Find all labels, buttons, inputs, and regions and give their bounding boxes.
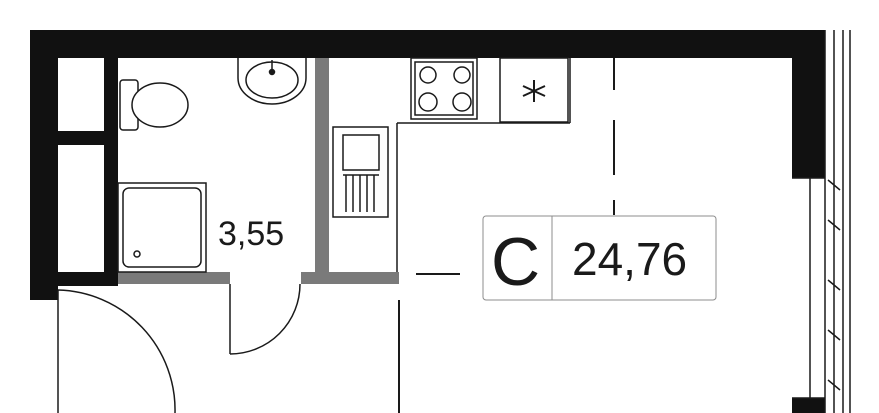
shower-tray-icon (117, 182, 207, 273)
toilet-icon (119, 79, 189, 131)
area-label-box (482, 215, 717, 301)
total-area-label: 24,76 (572, 233, 687, 285)
left-wall (30, 30, 58, 300)
entry-door (57, 289, 176, 413)
closet-shelf-top (58, 131, 104, 145)
washbasin-icon (237, 58, 307, 105)
bathroom-door (229, 283, 301, 355)
four-burner-stove-icon (410, 57, 478, 120)
right-wall-lower (792, 398, 825, 413)
kitchen-sink-icon (332, 126, 389, 218)
bathroom-bottom-partition-left (118, 272, 230, 284)
right-wall-upper (792, 30, 825, 178)
room-type-letter: C (491, 224, 540, 300)
bathroom-area-label: 3,55 (218, 215, 284, 253)
asterisk-icon (522, 80, 546, 102)
top-wall (30, 30, 825, 58)
fridge (499, 57, 569, 123)
closet-wall-vertical (104, 58, 118, 286)
window (792, 30, 851, 413)
closet-shelf-bottom (58, 272, 118, 286)
bathroom-bottom-partition-right (301, 272, 399, 284)
zone-divider (398, 58, 615, 413)
outer-walls (30, 30, 825, 413)
kitchen-counter (396, 58, 571, 272)
bathroom-partitions (118, 58, 399, 284)
bathroom-right-partition (315, 58, 329, 284)
